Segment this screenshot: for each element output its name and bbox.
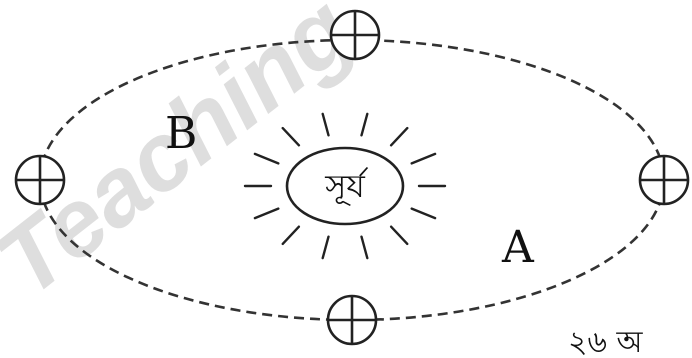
sun-ray xyxy=(323,237,329,258)
point-label-a: A xyxy=(501,222,535,273)
sun-ray xyxy=(412,209,435,219)
sun-ray xyxy=(391,128,407,145)
corner-text: ২৬ অ xyxy=(568,325,644,358)
earth-right-icon xyxy=(640,156,688,204)
sun-ray xyxy=(255,209,278,219)
sun-ray xyxy=(412,154,435,164)
earth-bottom-icon xyxy=(328,296,376,344)
sun-ray xyxy=(255,154,278,164)
sun-ray xyxy=(391,227,407,244)
sun-label: সূর্য xyxy=(324,167,368,206)
sun-ray xyxy=(283,128,299,145)
point-label-b: B xyxy=(165,108,197,159)
sun-ray xyxy=(323,114,329,135)
earth-left-icon xyxy=(16,156,64,204)
earth-top-icon xyxy=(331,11,379,59)
sun-ray xyxy=(362,114,368,135)
sun-ray xyxy=(362,237,368,258)
sun-icon: সূর্য xyxy=(245,114,445,258)
sun-ray xyxy=(283,227,299,244)
